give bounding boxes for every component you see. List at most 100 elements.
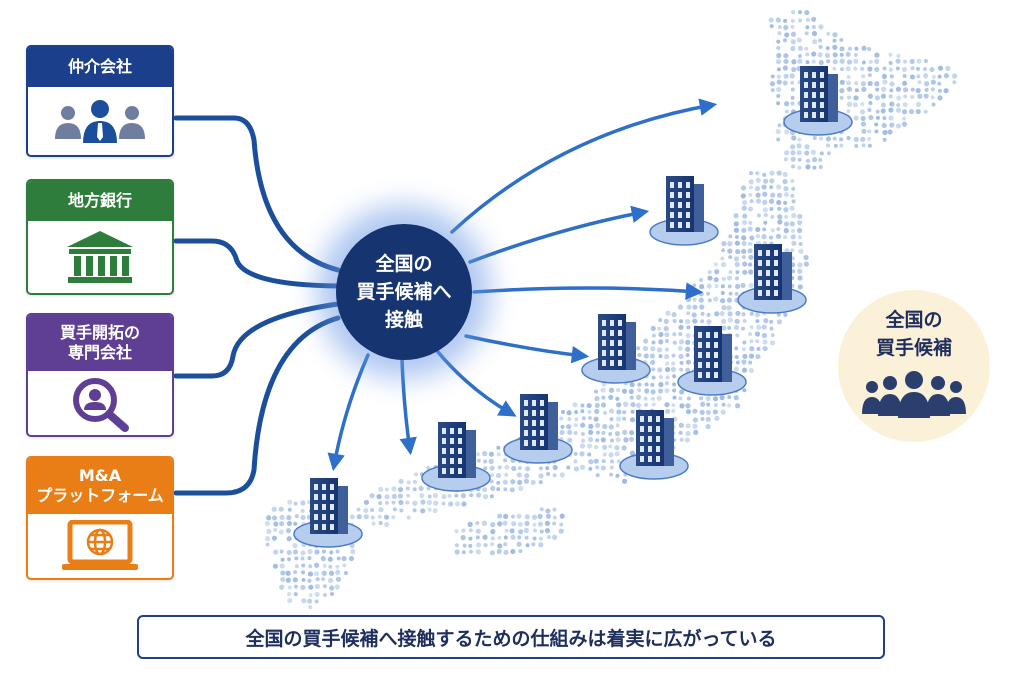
map-dot [700, 416, 705, 421]
map-dot [867, 66, 873, 72]
map-dot [733, 256, 740, 262]
buyers-label-line2: 買手候補 [875, 337, 952, 359]
map-dot [308, 564, 313, 569]
map-dot [923, 93, 929, 99]
source-card-label-line1: M&A [78, 466, 122, 485]
map-dot [497, 465, 502, 470]
map-dot [693, 429, 699, 435]
map-dot [783, 221, 790, 227]
map-dot [797, 53, 802, 58]
map-dot [327, 556, 333, 562]
map-dot [658, 354, 663, 359]
map-dot [692, 304, 698, 310]
map-dot [769, 235, 774, 240]
map-dot [600, 465, 606, 471]
map-dot [784, 101, 790, 107]
map-dot [539, 529, 544, 534]
map-dot [671, 409, 676, 414]
map-dot [937, 81, 942, 86]
map-dot [910, 95, 915, 100]
map-dot [378, 521, 383, 526]
map-dot [580, 431, 585, 436]
map-dot [937, 88, 942, 93]
map-dot [902, 102, 908, 108]
map-dot [930, 87, 935, 92]
map-dot [663, 318, 669, 324]
map-dot [705, 409, 712, 416]
map-dot [748, 179, 754, 185]
map-dot [679, 367, 684, 372]
map-dot [755, 353, 761, 360]
map-dot [686, 304, 692, 310]
map-dot [545, 513, 552, 519]
map-dot [790, 156, 796, 162]
map-dot [727, 325, 732, 330]
map-dot [720, 409, 726, 415]
office-building-icon [649, 176, 719, 246]
map-dot [586, 402, 592, 409]
map-dot [650, 359, 656, 365]
map-dot [579, 443, 586, 449]
map-dot [677, 304, 684, 310]
map-dot [705, 416, 711, 422]
map-dot [489, 494, 494, 499]
map-dot [895, 123, 902, 129]
buildings [293, 66, 853, 548]
source-card-label: 地方銀行 [67, 191, 132, 210]
map-dot [915, 108, 921, 115]
map-dot [790, 39, 796, 45]
map-dot [713, 277, 719, 283]
map-dot [783, 73, 789, 79]
map-dot [727, 311, 733, 317]
map-dot [860, 66, 865, 71]
map-dot [621, 478, 628, 484]
map-dot [789, 205, 795, 211]
map-dot [656, 395, 662, 401]
map-dot [811, 30, 818, 37]
map-dot [518, 485, 524, 492]
map-dot [783, 24, 789, 31]
map-dot [629, 417, 636, 423]
map-dot [671, 403, 676, 408]
map-dot [749, 235, 755, 241]
map-dot [292, 577, 298, 583]
map-dot [825, 46, 830, 51]
map-dot [721, 402, 726, 407]
map-dot [278, 506, 284, 512]
map-dot [901, 109, 908, 115]
map-dot [742, 261, 748, 267]
map-dot [811, 24, 816, 29]
map-dot [741, 248, 747, 255]
map-dot [496, 452, 501, 457]
map-dot [517, 465, 522, 470]
map-dot [797, 268, 803, 274]
map-dot [335, 576, 342, 582]
map-dot [761, 184, 767, 190]
map-dot [748, 269, 754, 275]
map-dot [350, 549, 356, 555]
map-dot [538, 536, 543, 541]
map-dot [581, 416, 586, 421]
map-dot [454, 543, 459, 548]
map-dot [791, 212, 797, 219]
map-dot [804, 9, 810, 16]
map-dot [650, 396, 655, 401]
hub-label-line3: 接触 [384, 309, 423, 331]
map-dot [664, 381, 669, 386]
map-dot [398, 499, 404, 506]
map-dot [748, 353, 755, 359]
map-dot [684, 437, 690, 443]
map-dot [503, 487, 508, 492]
map-dot [427, 494, 432, 499]
map-dot [775, 59, 782, 65]
map-dot [761, 324, 767, 330]
map-dot [615, 423, 620, 428]
map-dot [426, 466, 431, 471]
map-dot [742, 269, 748, 275]
map-dot [686, 396, 691, 401]
map-dot [721, 241, 727, 247]
map-dot [790, 150, 796, 156]
outgoing-arrows [327, 98, 718, 472]
map-dot [733, 227, 739, 233]
map-dot [721, 277, 726, 282]
